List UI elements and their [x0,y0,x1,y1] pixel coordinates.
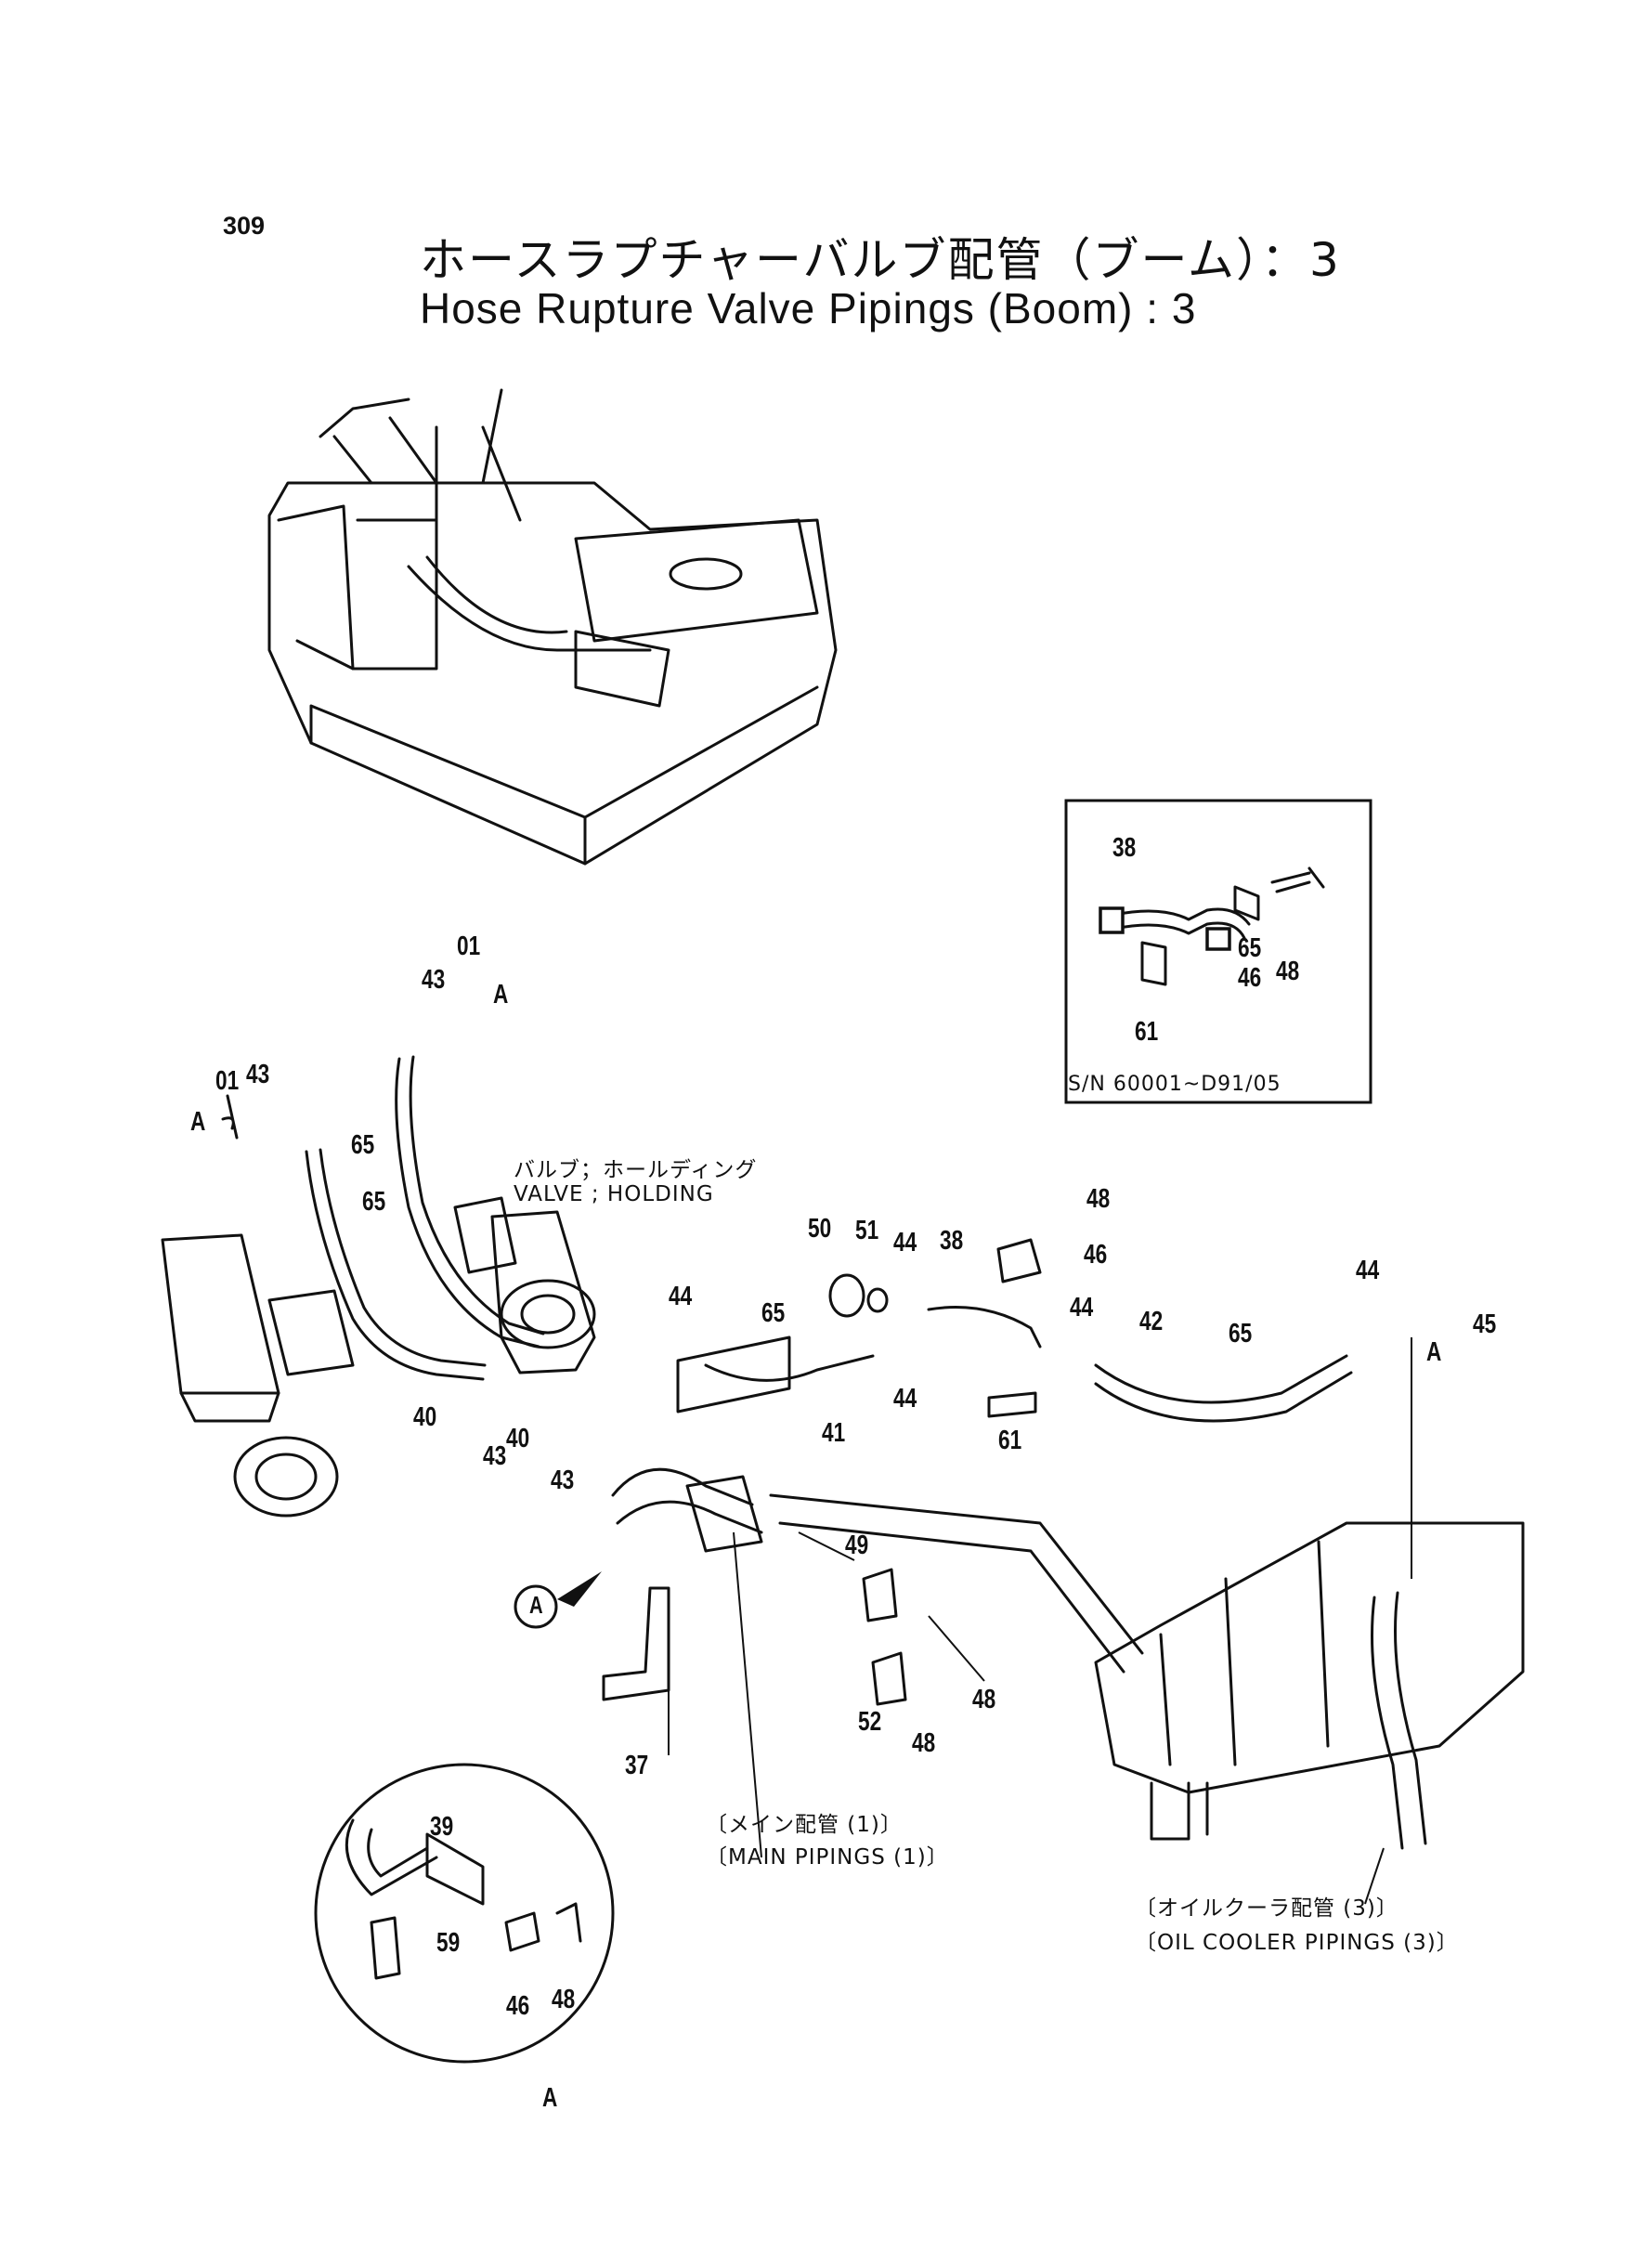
hose-65-left-edge [319,1148,487,1367]
title-english: Hose Rupture Valve Pipings (Boom) : 3 [420,284,1197,332]
part-callout: 44 [893,1228,917,1257]
pipe-38 [927,1306,1042,1348]
part-callout: 44 [1356,1256,1380,1285]
left-boom-cylinder [161,1094,355,1518]
part-callout: 45 [1473,1309,1497,1339]
part-callout: 65 [362,1187,386,1217]
part-callout: 59 [436,1928,461,1958]
detail-view-circle [314,1763,615,2064]
title-japanese: ホースラプチャーバルブ配管（ブーム）：3 [420,233,1341,287]
clamp-46 [996,1238,1042,1283]
inset-pipe-illustration [1099,866,1325,986]
part-callout: 38 [1112,833,1137,863]
oil-cooler-pipe-edge [1394,1591,1427,1845]
page-number: 309 [223,212,266,240]
part-callout: 65 [351,1130,375,1160]
part-callout: 44 [893,1384,917,1414]
hose-65-upper-edge [409,1055,545,1335]
hose-42 [1094,1354,1348,1404]
part-callout: 37 [625,1751,649,1780]
part-callout: 65 [761,1298,786,1328]
bracket-37 [602,1586,670,1701]
leader-lines [668,1337,1412,1905]
part-callout: 48 [972,1685,996,1714]
part-callout: A [493,980,509,1010]
part-callout: 51 [855,1216,879,1245]
part-callout: 46 [1238,963,1262,993]
part-callout: 48 [1276,957,1300,986]
part-callout: 46 [506,1991,530,2021]
main-pipings-note-en: 〔MAIN PIPINGS (1)〕 [706,1845,949,1870]
right-boom-cylinder [453,1196,596,1375]
part-callout: 50 [808,1214,832,1244]
clamp-49 [862,1568,898,1622]
ring-51 [866,1287,889,1313]
block-61 [987,1391,1037,1418]
part-callout: 43 [551,1466,575,1495]
part-callout: 41 [822,1418,846,1448]
part-callout: 46 [1084,1240,1108,1270]
part-callout: 44 [669,1282,693,1311]
main-pipe-lower [778,1521,1125,1674]
excavator-overview-illustration [267,388,838,866]
holding-valve-note-en: VALVE ; HOLDING [514,1182,714,1206]
part-callout: 40 [413,1402,437,1432]
main-pipings-note-ja: 〔メイン配管 (1)〕 [706,1813,903,1837]
view-a-marker [514,1571,602,1629]
part-callout: 65 [1238,933,1262,963]
serial-range-label: S/N 60001~D91/05 [1068,1073,1281,1096]
part-callout: 52 [858,1707,882,1737]
part-callout: A [1426,1337,1442,1367]
part-callout: 38 [940,1226,964,1256]
clamp-52 [871,1651,907,1706]
hose-65-upper [395,1057,540,1348]
nut-50 [828,1273,865,1318]
rupture-valve-body [685,1475,763,1553]
main-pipe-upper [769,1493,1144,1655]
detail-view-letter: A [542,2083,558,2113]
part-callout: 43 [246,1060,270,1089]
oil-cooler-note-ja: 〔オイルクーラ配管 (3)〕 [1135,1896,1398,1921]
valve-loop-inner [616,1500,763,1534]
oil-cooler-note-en: 〔OIL COOLER PIPINGS (3)〕 [1135,1931,1459,1955]
part-callout: 42 [1139,1307,1164,1336]
part-callout: 48 [912,1728,936,1758]
inset-box [1064,799,1372,1104]
part-callout: 49 [845,1531,869,1560]
part-callout: 65 [1229,1319,1253,1348]
hose-41 [704,1354,875,1382]
part-callout: 43 [422,965,446,995]
hose-65-left [305,1150,485,1381]
part-callout: 44 [1070,1293,1094,1322]
part-callout: 40 [506,1424,530,1453]
part-callout: 01 [457,932,481,961]
part-callout: 48 [552,1985,576,2014]
part-callout: 48 [1086,1184,1111,1214]
part-callout: 43 [483,1441,507,1471]
valve-loop [611,1467,754,1506]
part-callout: A [190,1107,206,1137]
holding-valve-note-ja: バルブ；ホールディング [514,1158,758,1182]
gasket-plate [676,1335,791,1414]
part-callout: 01 [215,1066,240,1096]
part-callout: 61 [1135,1017,1159,1047]
part-callout: 61 [998,1426,1022,1455]
view-marker-letter: A [529,1591,543,1619]
oil-cooler-pipe [1371,1596,1404,1850]
detail-valve-illustration [345,1818,582,1980]
control-valve-block [1094,1521,1525,1841]
part-callout: 39 [430,1812,454,1842]
hose-42-edge [1094,1371,1353,1423]
